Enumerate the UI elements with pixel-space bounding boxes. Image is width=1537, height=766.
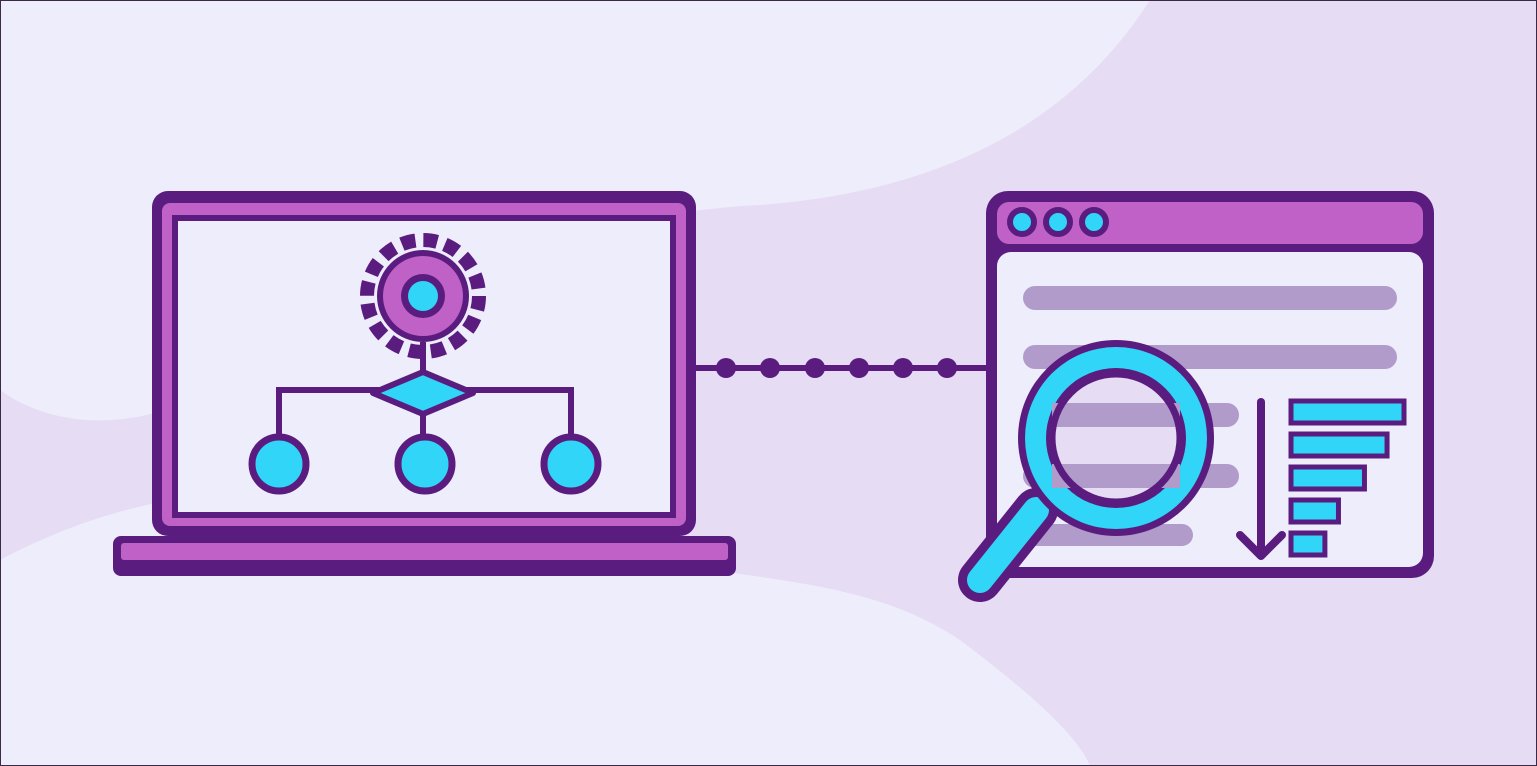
flow-node-center	[394, 433, 456, 495]
magnifying-glass-icon	[958, 340, 1214, 602]
ranking-bars	[1288, 398, 1407, 558]
gear-hub	[408, 281, 438, 311]
ranking-bar	[1288, 431, 1390, 459]
lens-line	[1052, 403, 1180, 427]
ranking-bar	[1288, 530, 1328, 558]
connector-dot	[937, 358, 957, 378]
connector-dot	[805, 358, 825, 378]
connector-dot	[893, 358, 913, 378]
sort-descending-icon	[1236, 398, 1286, 560]
magnifier-lens-edge	[1048, 370, 1184, 506]
flow-node-right	[540, 433, 602, 495]
magnifier-handle	[967, 497, 1049, 593]
decision-diamond	[370, 369, 476, 417]
window-dot	[1007, 207, 1037, 237]
ranking-bar	[1288, 398, 1407, 426]
window-dots	[1007, 207, 1109, 237]
window-dot	[1079, 207, 1109, 237]
connector-dot	[716, 358, 736, 378]
dotted-connector	[696, 358, 990, 378]
laptop-icon	[113, 191, 736, 576]
flow-node-left	[248, 433, 310, 495]
ranking-bar	[1288, 464, 1367, 492]
connector-dot	[849, 358, 869, 378]
connector-dot	[760, 358, 780, 378]
placeholder-line	[1023, 286, 1397, 310]
gear-icon	[360, 233, 486, 359]
laptop-base	[121, 543, 728, 560]
gear-teeth	[360, 233, 486, 359]
flowchart-icon	[248, 233, 602, 495]
window-dot	[1043, 207, 1073, 237]
ranking-bar	[1288, 497, 1341, 525]
